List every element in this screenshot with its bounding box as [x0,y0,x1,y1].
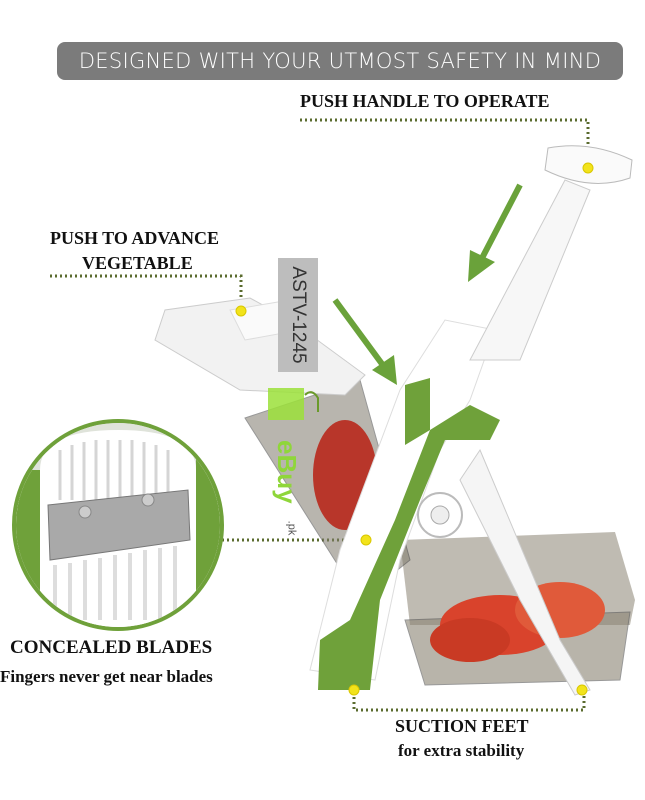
dot-advance [235,305,247,317]
arrow-chute [332,298,388,370]
push-handle [469,145,633,361]
blades-inset [12,419,224,631]
watermark-domain: .pk [285,520,298,536]
label-suction-feet: SUCTION FEET [395,716,529,736]
leader-advance [50,274,243,308]
label-concealed-blades: CONCEALED BLADES [10,637,213,658]
arrow-chute-head [372,355,397,385]
leader-feet [352,692,586,712]
leader-handle [300,118,590,165]
arrow-handle [477,183,523,264]
label-blades-sub: Fingers never get near blades [0,667,213,686]
watermark-code: ASTV-1245 [278,258,318,372]
arrows [332,183,523,385]
label-feet-sub: for extra stability [398,741,525,760]
watermark-brand: eBuy [272,440,302,504]
label-push-handle: PUSH HANDLE TO OPERATE [300,91,550,111]
label-advance-2: VEGETABLE [82,253,193,273]
label-advance-1: PUSH TO ADVANCE [50,228,220,248]
watermark-code-text: ASTV-1245 [288,266,309,364]
slicer-body [309,319,591,696]
leader-lines [50,118,590,712]
shopping-bag-icon [268,388,319,420]
banner-title: DESIGNED WITH YOUR UTMOST SAFETY IN MIND [57,42,623,80]
dot-foot-right [576,684,588,696]
dot-foot-left [348,684,360,696]
yellow-dots [235,162,594,696]
arrow-handle-head [468,250,495,282]
dot-blades [360,534,372,546]
dot-handle [582,162,594,174]
